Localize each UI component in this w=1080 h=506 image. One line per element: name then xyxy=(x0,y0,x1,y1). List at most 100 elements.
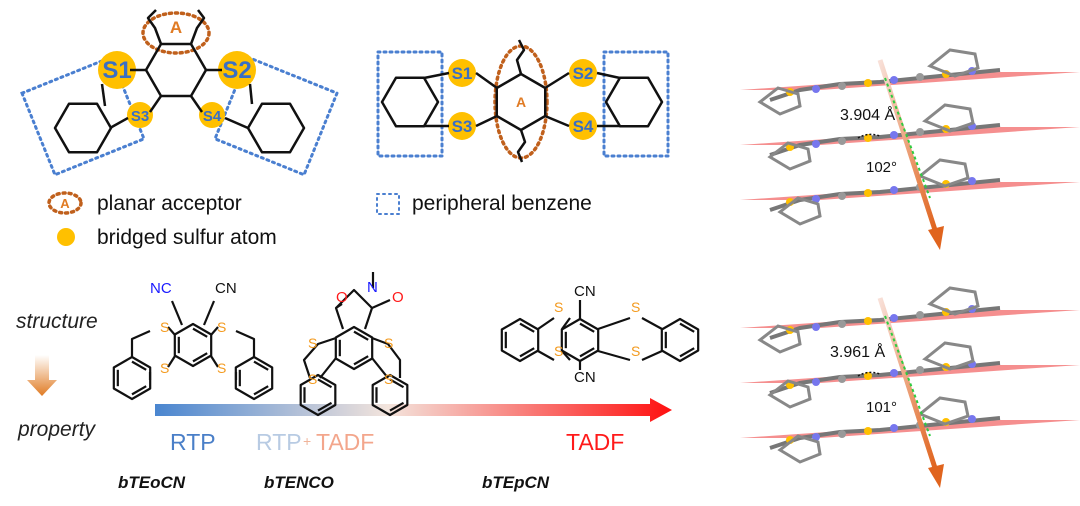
atom-sphere xyxy=(864,79,872,87)
peripheral-benzene-legend-icon xyxy=(376,193,400,215)
bond xyxy=(597,316,631,331)
acceptor-dotted-ellipse xyxy=(141,11,211,55)
s1-label: S1 xyxy=(452,64,473,83)
atom-sphere xyxy=(812,378,820,386)
atom-s: S xyxy=(308,371,317,387)
acceptor-label: A xyxy=(170,18,182,37)
wavy-bond xyxy=(189,9,206,45)
property-mixed-tadf: TADF xyxy=(316,429,374,455)
bond xyxy=(423,71,450,80)
hexagon-ring xyxy=(234,355,274,401)
s4-label: S4 xyxy=(203,108,222,125)
angle-arc xyxy=(857,133,881,139)
atom-s: S xyxy=(160,319,169,335)
arrowhead xyxy=(928,464,944,488)
atom-s: S xyxy=(308,335,317,351)
double-bond xyxy=(317,401,333,412)
hexagon-ring xyxy=(560,317,600,363)
atom-sphere xyxy=(864,134,872,142)
benzene-ring xyxy=(917,396,970,426)
peripheral-benzene-box-right xyxy=(213,55,339,177)
double-bond xyxy=(389,378,405,389)
bond xyxy=(302,336,337,379)
bond xyxy=(475,71,498,90)
wavy-bond xyxy=(515,39,526,75)
double-bond xyxy=(519,347,535,358)
atom-s: S xyxy=(384,371,393,387)
bond xyxy=(561,317,571,330)
atom-s: S xyxy=(384,335,393,351)
atom-sphere xyxy=(890,314,898,322)
sulfur-circle-s4 xyxy=(199,102,225,128)
gradient-arrow xyxy=(155,398,672,422)
angle-bottom: 101° xyxy=(866,399,897,416)
atom-sphere xyxy=(890,424,898,432)
peripheral-benzene-box-left xyxy=(20,55,146,177)
bond xyxy=(130,329,151,357)
atom-sphere xyxy=(812,85,820,93)
planar-acceptor-label: planar acceptor xyxy=(97,192,242,215)
bond xyxy=(148,95,163,113)
bond xyxy=(561,350,571,361)
atom-n: N xyxy=(367,279,378,296)
atom-sphere xyxy=(812,433,820,441)
atom-sphere xyxy=(890,131,898,139)
arrowhead xyxy=(928,226,944,250)
top-left-general-structure: A S1 S2 S3 S4 xyxy=(20,9,339,177)
bond xyxy=(641,317,663,330)
double-bond xyxy=(131,385,147,396)
molecule-bteocn: NC CN S S S S xyxy=(150,280,237,376)
double-bond xyxy=(389,401,405,412)
stacking-axis-arrow xyxy=(877,297,938,469)
stacking-axis-arrow xyxy=(877,59,938,231)
bond xyxy=(335,303,343,309)
bond xyxy=(248,83,254,105)
benzene-ring xyxy=(927,48,980,78)
property-label: property xyxy=(17,418,97,441)
benzene-ring xyxy=(757,324,802,354)
peripheral-benzene-box-right xyxy=(602,50,670,158)
s4-label: S4 xyxy=(573,117,594,136)
atom-sphere xyxy=(890,76,898,84)
property-plus: + xyxy=(303,433,311,449)
atom-sphere xyxy=(838,192,846,200)
atom-sphere xyxy=(812,195,820,203)
atom-sphere xyxy=(890,369,898,377)
double-bond xyxy=(579,322,595,333)
double-bond xyxy=(253,385,269,396)
atom-sphere xyxy=(890,186,898,194)
molecule-btenco: N O O S S S S xyxy=(308,279,404,387)
atom-sphere xyxy=(838,375,846,383)
double-bond xyxy=(317,378,333,389)
bond xyxy=(202,300,216,326)
property-tadf: TADF xyxy=(566,429,624,455)
atom-s: S xyxy=(631,299,640,315)
hexagon-ring xyxy=(334,325,374,371)
benzene-ring xyxy=(922,103,975,133)
atom-sphere xyxy=(968,177,976,185)
acceptor-legend-icon xyxy=(47,191,83,215)
atom-sphere xyxy=(838,137,846,145)
atom-sphere xyxy=(812,323,820,331)
peripheral-benzene-box-left xyxy=(376,50,444,158)
double-bond xyxy=(579,347,595,358)
wavy-bond xyxy=(516,129,527,163)
hexagon-ring xyxy=(53,102,113,154)
bond xyxy=(210,355,219,368)
bond xyxy=(371,298,391,310)
bond xyxy=(537,317,555,330)
atom-o: O xyxy=(392,289,404,306)
bond xyxy=(170,300,184,326)
atom-s: S xyxy=(554,299,563,315)
angle-arc xyxy=(857,371,881,377)
legend: A planar acceptor bridged sulfur atom pe… xyxy=(47,191,592,249)
double-bond xyxy=(679,322,695,333)
acceptor-legend-symbol: A xyxy=(60,196,70,211)
atom-sphere xyxy=(916,73,924,81)
atom-s: S xyxy=(217,319,226,335)
hexagon-ring xyxy=(371,373,409,417)
atom-sphere xyxy=(916,311,924,319)
bond xyxy=(537,350,555,361)
bond xyxy=(371,336,402,378)
